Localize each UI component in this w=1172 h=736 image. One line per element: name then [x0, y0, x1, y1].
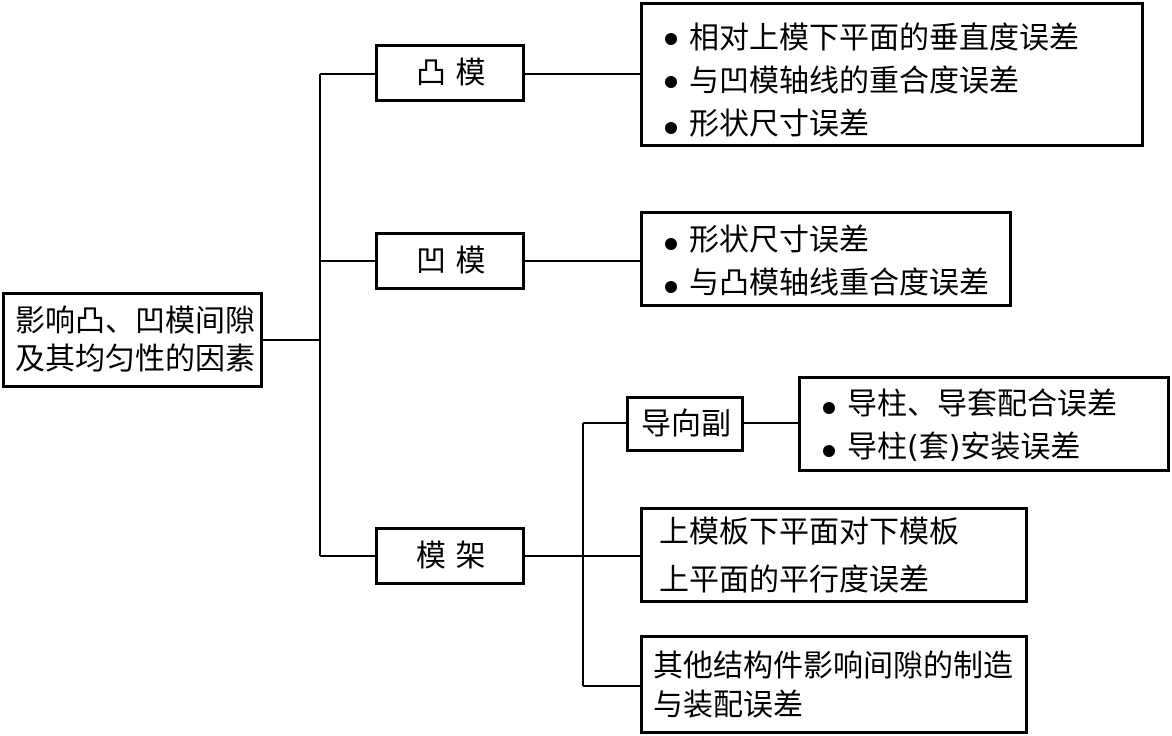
guide-box: 导向副 — [626, 396, 744, 452]
punch-details-box: 相对上模下平面的垂直度误差 与凹模轴线的重合度误差 形状尺寸误差 — [640, 2, 1144, 147]
punch-item-2: 与凹模轴线的重合度误差 — [689, 64, 1019, 99]
punch-label: 凸 模 — [416, 56, 486, 91]
frame-box: 模 架 — [375, 527, 525, 585]
bullet-icon — [665, 238, 677, 250]
guide-item-2: 导柱(套)安装误差 — [847, 430, 1081, 465]
punch-item-3: 形状尺寸误差 — [689, 107, 869, 142]
other-line1: 其他结构件影响间隙的制造 — [653, 649, 1013, 684]
guide-item-1: 导柱、导套配合误差 — [847, 387, 1117, 422]
punch-box: 凸 模 — [375, 44, 525, 102]
frame-label: 模 架 — [416, 539, 486, 574]
die-label: 凹 模 — [416, 244, 486, 279]
bullet-icon — [665, 76, 677, 88]
parallelism-line2: 上平面的平行度误差 — [659, 563, 929, 598]
bullet-icon — [665, 122, 677, 134]
bullet-icon — [665, 281, 677, 293]
root-label-line1: 影响凸、凹模间隙 — [15, 304, 255, 339]
guide-details-box: 导柱、导套配合误差 导柱(套)安装误差 — [798, 376, 1170, 472]
bullet-icon — [665, 33, 677, 45]
die-box: 凹 模 — [375, 232, 525, 290]
die-item-1: 形状尺寸误差 — [689, 223, 869, 258]
bullet-icon — [823, 445, 835, 457]
root-factor-box: 影响凸、凹模间隙 及其均匀性的因素 — [2, 292, 263, 388]
die-item-2: 与凸模轴线重合度误差 — [689, 266, 989, 301]
parallelism-error-box: 上模板下平面对下模板 上平面的平行度误差 — [640, 507, 1028, 603]
bullet-icon — [823, 402, 835, 414]
root-label-line2: 及其均匀性的因素 — [15, 342, 255, 377]
other-components-box: 其他结构件影响间隙的制造 与装配误差 — [640, 635, 1028, 734]
guide-label: 导向副 — [641, 407, 731, 442]
parallelism-line1: 上模板下平面对下模板 — [659, 515, 959, 550]
other-line2: 与装配误差 — [653, 688, 803, 723]
punch-item-1: 相对上模下平面的垂直度误差 — [689, 21, 1079, 56]
die-details-box: 形状尺寸误差 与凸模轴线重合度误差 — [640, 211, 1012, 307]
